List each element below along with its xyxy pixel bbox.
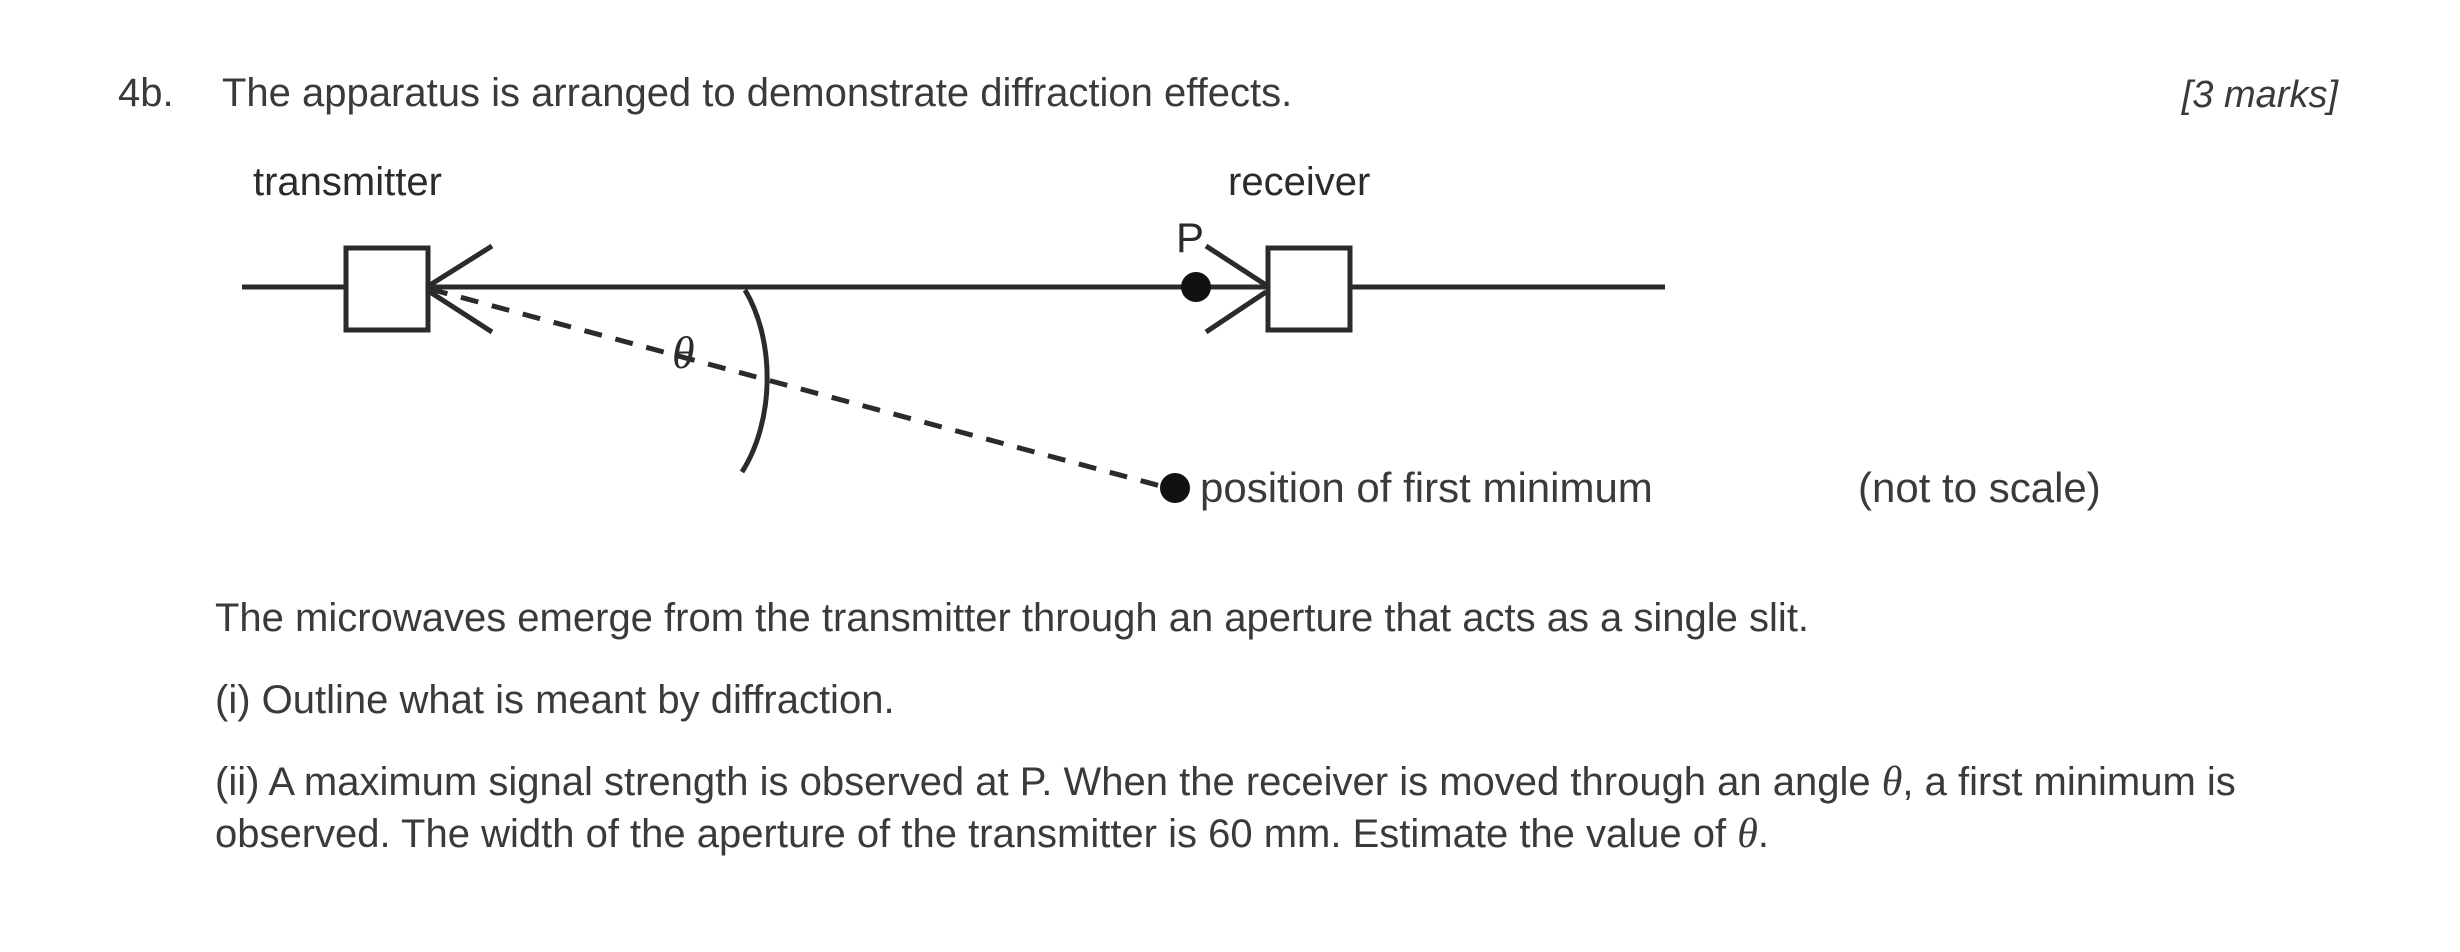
intro-paragraph: The microwaves emerge from the transmitt… [215,596,1810,640]
part-i-paragraph: (i) Outline what is meant by diffraction… [215,678,895,722]
transmitter-box [343,245,431,333]
question-header: 4b. The apparatus is arranged to demonst… [118,70,2338,126]
point-p-dot [1181,272,1211,302]
part-ii-text-a: (ii) A maximum signal strength is observ… [215,760,1871,804]
question-body: The microwaves emerge from the transmitt… [215,592,2335,860]
receiver-horn-lower [1204,289,1268,335]
first-minimum-ray [429,286,1169,491]
receiver-box [1265,245,1353,333]
receiver-label: receiver [1228,160,1370,204]
part-ii-theta-symbol-2: θ [1737,811,1758,857]
part-ii-text-c: the value of [1519,812,1727,856]
not-to-scale-caption: (not to scale) [1858,464,2101,511]
part-ii-text-b: , a first minimum is observed. The width… [215,760,2236,856]
part-ii-paragraph: (ii) A maximum signal strength is observ… [215,756,2335,860]
transmitter-label: transmitter [253,160,442,204]
first-minimum-dot [1160,473,1190,503]
diffraction-diagram: θ transmitter receiver P position of fir… [0,140,2460,540]
question-number: 4b. [118,71,174,115]
receiver-horn-upper [1204,243,1268,288]
part-ii-text-d: . [1757,812,1770,856]
angle-arc [739,288,770,474]
part-ii-theta-symbol: θ [1881,759,1903,805]
angle-theta-label: θ [672,327,695,378]
first-minimum-caption: position of first minimum [1200,464,1653,511]
transmitter-horn-lower [428,289,494,335]
point-p-label: P [1176,214,1204,261]
transmitter-horn-upper [428,243,494,288]
question-stem-text: The apparatus is arranged to demonstrate… [222,71,1293,115]
marks-badge: [3 marks] [2181,74,2338,116]
